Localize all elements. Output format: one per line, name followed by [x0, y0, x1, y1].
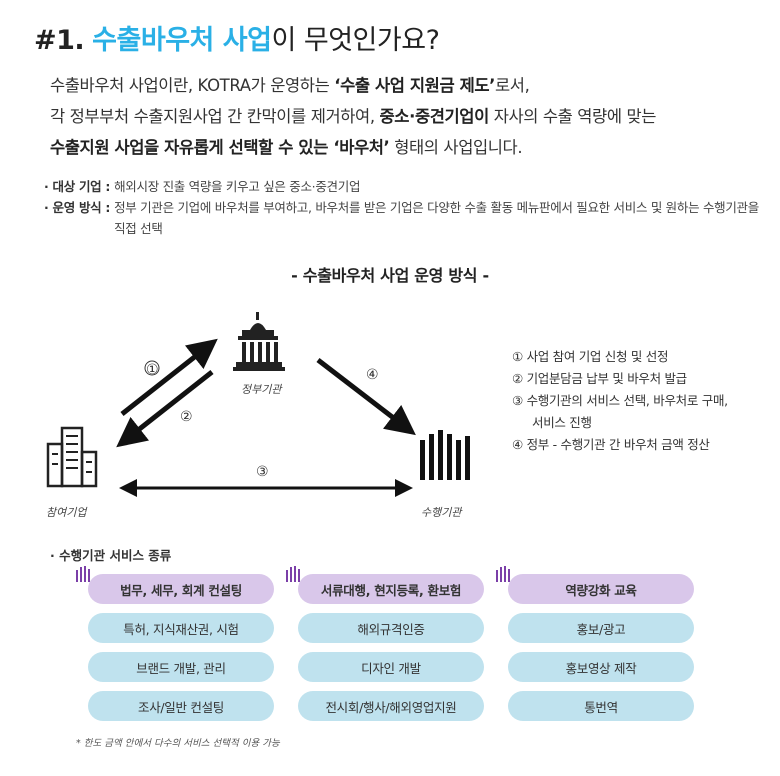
intro-line-2: 각 정부부처 수출지원사업 간 칸막이를 제거하여, 중소·중견기업이 자사의 … — [50, 101, 760, 132]
service-item: 브랜드 개발, 관리 — [88, 652, 274, 682]
info-bullets: · 대상 기업 : 해외시장 진출 역량을 키우고 싶은 중소·중견기업 · 운… — [44, 176, 764, 239]
service-item: 홍보영상 제작 — [508, 652, 694, 682]
arrow-label-1 — [144, 360, 160, 376]
service-item: 조사/일반 컨설팅 — [88, 691, 274, 721]
arrow-4 — [316, 358, 416, 436]
government-building-icon — [233, 312, 285, 371]
bullet-label: · 운영 방식 : — [44, 200, 111, 215]
bullet-target: · 대상 기업 : 해외시장 진출 역량을 키우고 싶은 중소·중견기업 — [44, 176, 764, 197]
arrow-label-2-text: ② — [180, 409, 193, 425]
intro-text: 자사의 수출 역량에 맞는 — [488, 107, 657, 126]
agency-logo-icon — [420, 430, 470, 480]
service-head: 서류대행, 현지등록, 환보험 — [298, 574, 484, 604]
bullet-label: · 대상 기업 : — [44, 179, 111, 194]
intro-line-1: 수출바우처 사업이란, KOTRA가 운영하는 ‘수출 사업 지원금 제도’로서… — [50, 70, 760, 101]
bullet-method: · 운영 방식 : 정부 기관은 기업에 바우처를 부여하고, 바우처를 받은 … — [44, 197, 764, 239]
page-title: #1.수출바우처 사업이 무엇인가요? — [34, 18, 440, 57]
arrow-2 — [116, 370, 214, 448]
bullet-text: 해외시장 진출 역량을 키우고 싶은 중소·중견기업 — [114, 179, 361, 194]
service-item: 해외규격인증 — [298, 613, 484, 643]
service-head: 역량강화 교육 — [508, 574, 694, 604]
node-label-agency: 수행기관 — [421, 506, 462, 519]
intro-text: 형태의 사업입니다. — [389, 138, 523, 157]
service-column-1: 법무, 세무, 회계 컨설팅 특허, 지식재산권, 시험 브랜드 개발, 관리 … — [76, 566, 274, 730]
service-item: 특허, 지식재산권, 시험 — [88, 613, 274, 643]
arrow-label-3-text: ③ — [256, 464, 269, 480]
title-rest: 이 무엇인가요? — [271, 25, 440, 56]
intro-text: 수출바우처 사업이란, KOTRA가 운영하는 — [50, 76, 335, 95]
service-item: 디자인 개발 — [298, 652, 484, 682]
footnote: * 한도 금액 안에서 다수의 서비스 선택적 이용 가능 — [76, 738, 280, 749]
company-buildings-icon — [46, 426, 98, 488]
process-steps: ① 사업 참여 기업 신청 및 선정 ② 기업분담금 납부 및 바우처 발급 ③… — [512, 346, 728, 456]
operation-diagram: ① ② ③ ④ — [46, 312, 470, 497]
brand-mark-icon — [496, 566, 510, 582]
arrow-label-4-text: ④ — [366, 367, 379, 383]
step-3-continued: 서비스 진행 — [532, 415, 592, 430]
arrow-1 — [120, 338, 218, 416]
node-label-government: 정부기관 — [241, 383, 282, 396]
diagram-title: - 수출바우처 사업 운영 방식 - — [291, 266, 489, 285]
services-title: · 수행기관 서비스 종류 — [50, 548, 172, 563]
intro-text: 로서, — [495, 76, 530, 95]
service-item: 전시회/행사/해외영업지원 — [298, 691, 484, 721]
brand-mark-icon — [76, 566, 90, 582]
intro-paragraph: 수출바우처 사업이란, KOTRA가 운영하는 ‘수출 사업 지원금 제도’로서… — [50, 70, 760, 163]
step-3: ③ 수행기관의 서비스 선택, 바우처로 구매, — [512, 393, 728, 408]
step-2: ② 기업분담금 납부 및 바우처 발급 — [512, 371, 687, 386]
intro-bold: 중소·중견기업이 — [379, 107, 490, 126]
service-item: 홍보/광고 — [508, 613, 694, 643]
step-4: ④ 정부 - 수행기관 간 바우처 금액 정산 — [512, 437, 710, 452]
step-1: ① 사업 참여 기업 신청 및 선정 — [512, 349, 669, 364]
brand-mark-icon — [286, 566, 300, 582]
service-column-2: 서류대행, 현지등록, 환보험 해외규격인증 디자인 개발 전시회/행사/해외영… — [286, 566, 484, 730]
node-label-company: 참여기업 — [46, 506, 87, 519]
intro-bold: 수출지원 사업을 자유롭게 선택할 수 있는 ‘바우처’ — [50, 138, 390, 157]
title-number: #1. — [34, 25, 85, 56]
intro-line-3: 수출지원 사업을 자유롭게 선택할 수 있는 ‘바우처’ 형태의 사업입니다. — [50, 132, 760, 163]
intro-text: 각 정부부처 수출지원사업 간 칸막이를 제거하여, — [50, 107, 380, 126]
title-accent: 수출바우처 사업 — [92, 25, 272, 56]
bullet-text: 정부 기관은 기업에 바우처를 부여하고, 바우처를 받은 기업은 다양한 수출… — [114, 200, 759, 236]
arrow-label-1-text: ① — [146, 362, 159, 378]
service-column-3: 역량강화 교육 홍보/광고 홍보영상 제작 통번역 — [496, 566, 694, 730]
intro-bold: ‘수출 사업 지원금 제도’ — [334, 76, 496, 95]
service-head: 법무, 세무, 회계 컨설팅 — [88, 574, 274, 604]
service-item: 통번역 — [508, 691, 694, 721]
